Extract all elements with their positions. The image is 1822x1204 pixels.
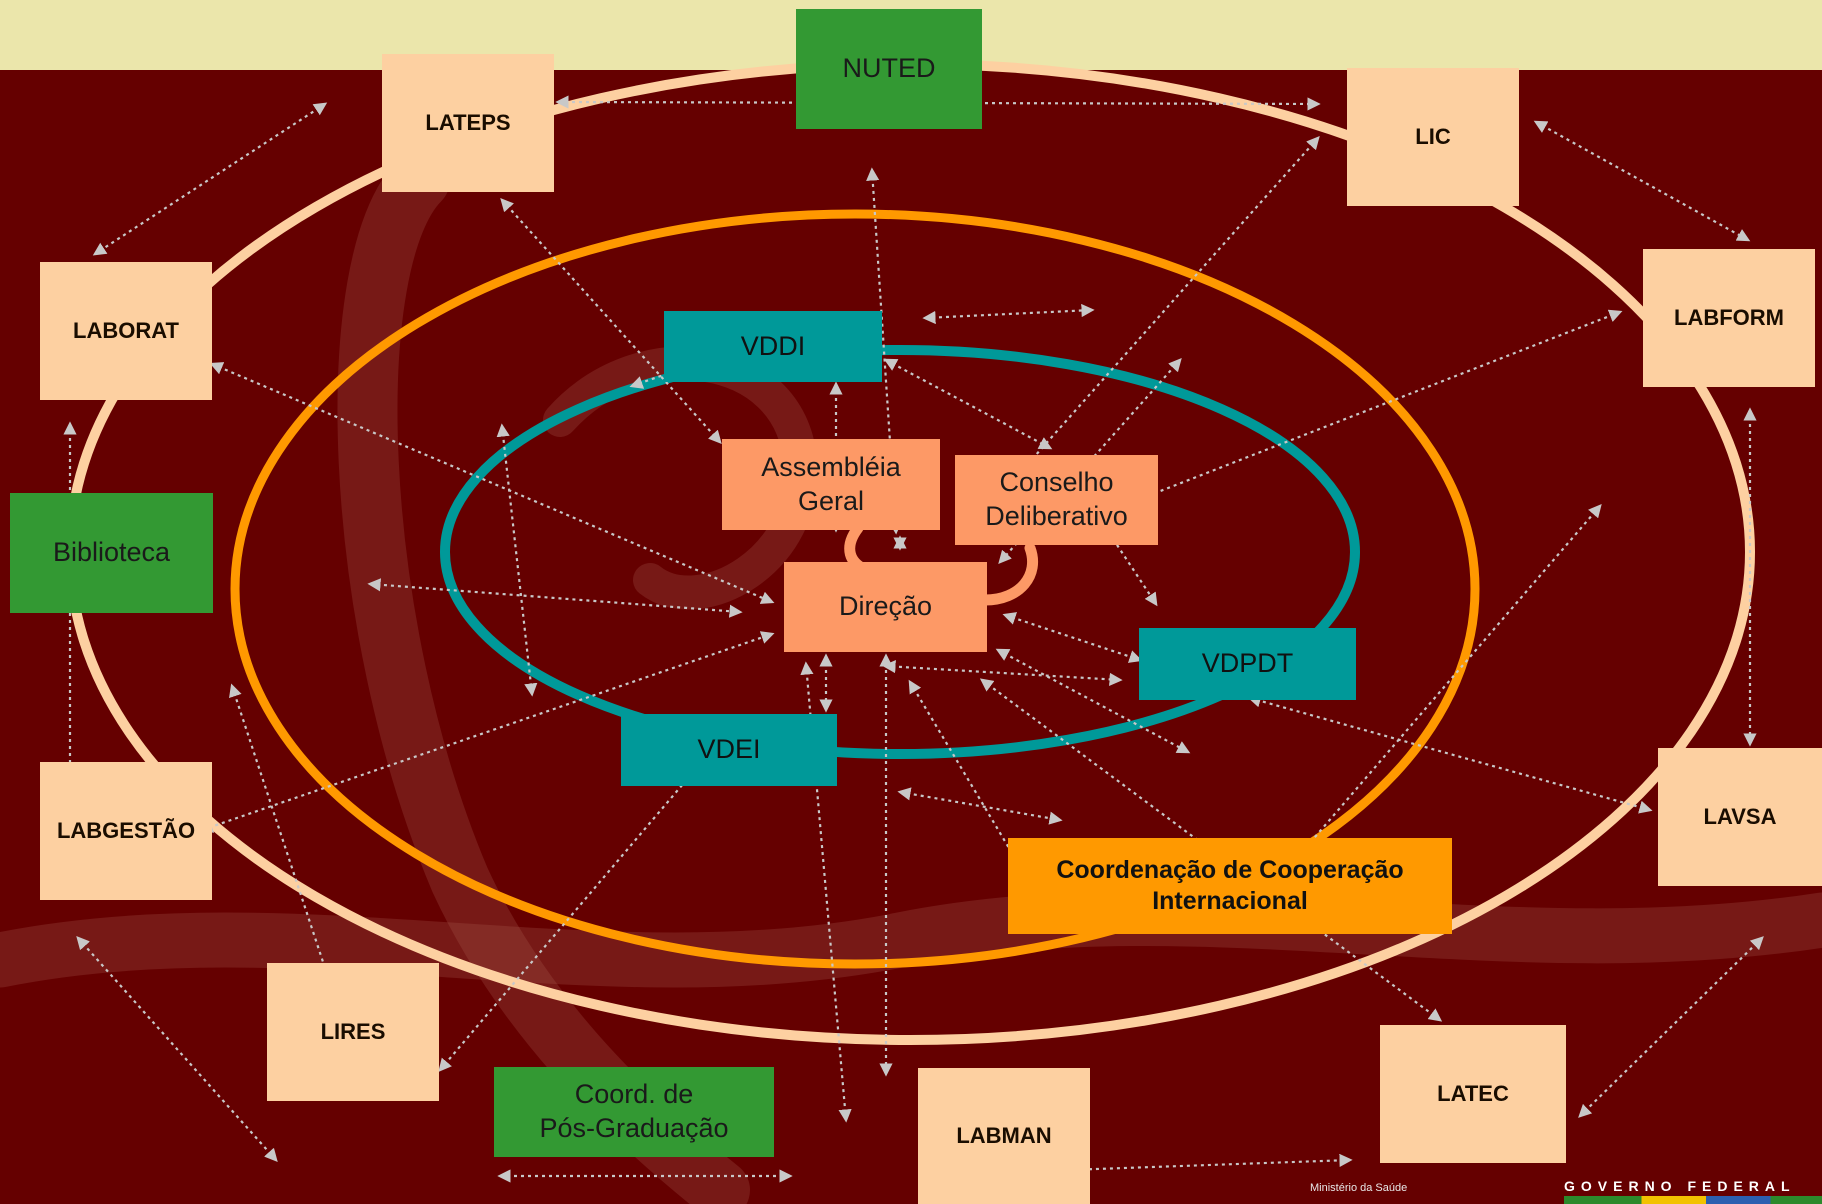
coord-internacional-line-2: Internacional (1152, 887, 1308, 915)
lires-label: LIRES (320, 1019, 386, 1045)
labman-box[interactable]: LABMAN (918, 1068, 1090, 1204)
vddi-label: VDDI (740, 330, 806, 361)
latec-box[interactable]: LATEC (1380, 1025, 1566, 1163)
outer-ring (65, 59, 1755, 1045)
vdei-label: VDEI (697, 734, 761, 765)
direcao-label: Direção (838, 591, 933, 622)
assembleia-line-1: Assembléia (761, 451, 901, 482)
nuted-box[interactable]: NUTED (796, 9, 982, 129)
lires-box[interactable]: LIRES (267, 963, 439, 1101)
coord-cooperacao-internacional-box[interactable]: Coordenação de Cooperação Internacional (1008, 838, 1452, 934)
labform-label: LABFORM (1674, 305, 1784, 331)
biblioteca-label: Biblioteca (52, 537, 171, 568)
lic-box[interactable]: LIC (1347, 68, 1519, 206)
footer-logos: Ministério da Saúde GOVERNO FEDERAL (1310, 1178, 1822, 1204)
lateps-label: LATEPS (425, 110, 511, 136)
conselho-deliberativo-box[interactable]: Conselho Deliberativo (955, 455, 1158, 545)
lavsa-box[interactable]: LAVSA (1658, 748, 1822, 886)
nuted-label: NUTED (842, 53, 936, 84)
vdpdt-label: VDPDT (1201, 648, 1294, 679)
conselho-line-1: Conselho (999, 467, 1114, 498)
lateps-box[interactable]: LATEPS (382, 54, 554, 192)
vddi-box[interactable]: VDDI (664, 311, 882, 382)
assembleia-geral-box[interactable]: Assembléia Geral (722, 439, 940, 530)
coord-pos-line-2: Pós-Graduação (539, 1113, 729, 1143)
coord-internacional-line-1: Coordenação de Cooperação (1056, 855, 1404, 884)
governo-federal-color-bar (1564, 1196, 1822, 1204)
governo-federal-logo: GOVERNO FEDERAL (1564, 1178, 1796, 1194)
labform-box[interactable]: LABFORM (1643, 249, 1815, 387)
lic-label: LIC (1415, 124, 1451, 150)
ministerio-saude-logo: Ministério da Saúde (1310, 1182, 1408, 1194)
conselho-line-2: Deliberativo (985, 501, 1128, 531)
labgestao-label: LABGESTÃO (56, 818, 196, 844)
assembleia-line-2: Geral (797, 485, 865, 516)
laborat-label: LABORAT (73, 318, 179, 344)
vdpdt-box[interactable]: VDPDT (1139, 628, 1356, 700)
coord-pos-graduacao-box[interactable]: Coord. de Pós-Graduação (494, 1067, 774, 1157)
labgestao-box[interactable]: LABGESTÃO (40, 762, 212, 900)
coord-pos-line-1: Coord. de (574, 1079, 694, 1110)
biblioteca-box[interactable]: Biblioteca (10, 493, 213, 613)
labman-label: LABMAN (956, 1123, 1052, 1149)
vdei-box[interactable]: VDEI (621, 714, 837, 786)
latec-label: LATEC (1437, 1081, 1509, 1107)
laborat-box[interactable]: LABORAT (40, 262, 212, 400)
lavsa-label: LAVSA (1703, 804, 1777, 830)
direcao-box[interactable]: Direção (784, 562, 987, 652)
